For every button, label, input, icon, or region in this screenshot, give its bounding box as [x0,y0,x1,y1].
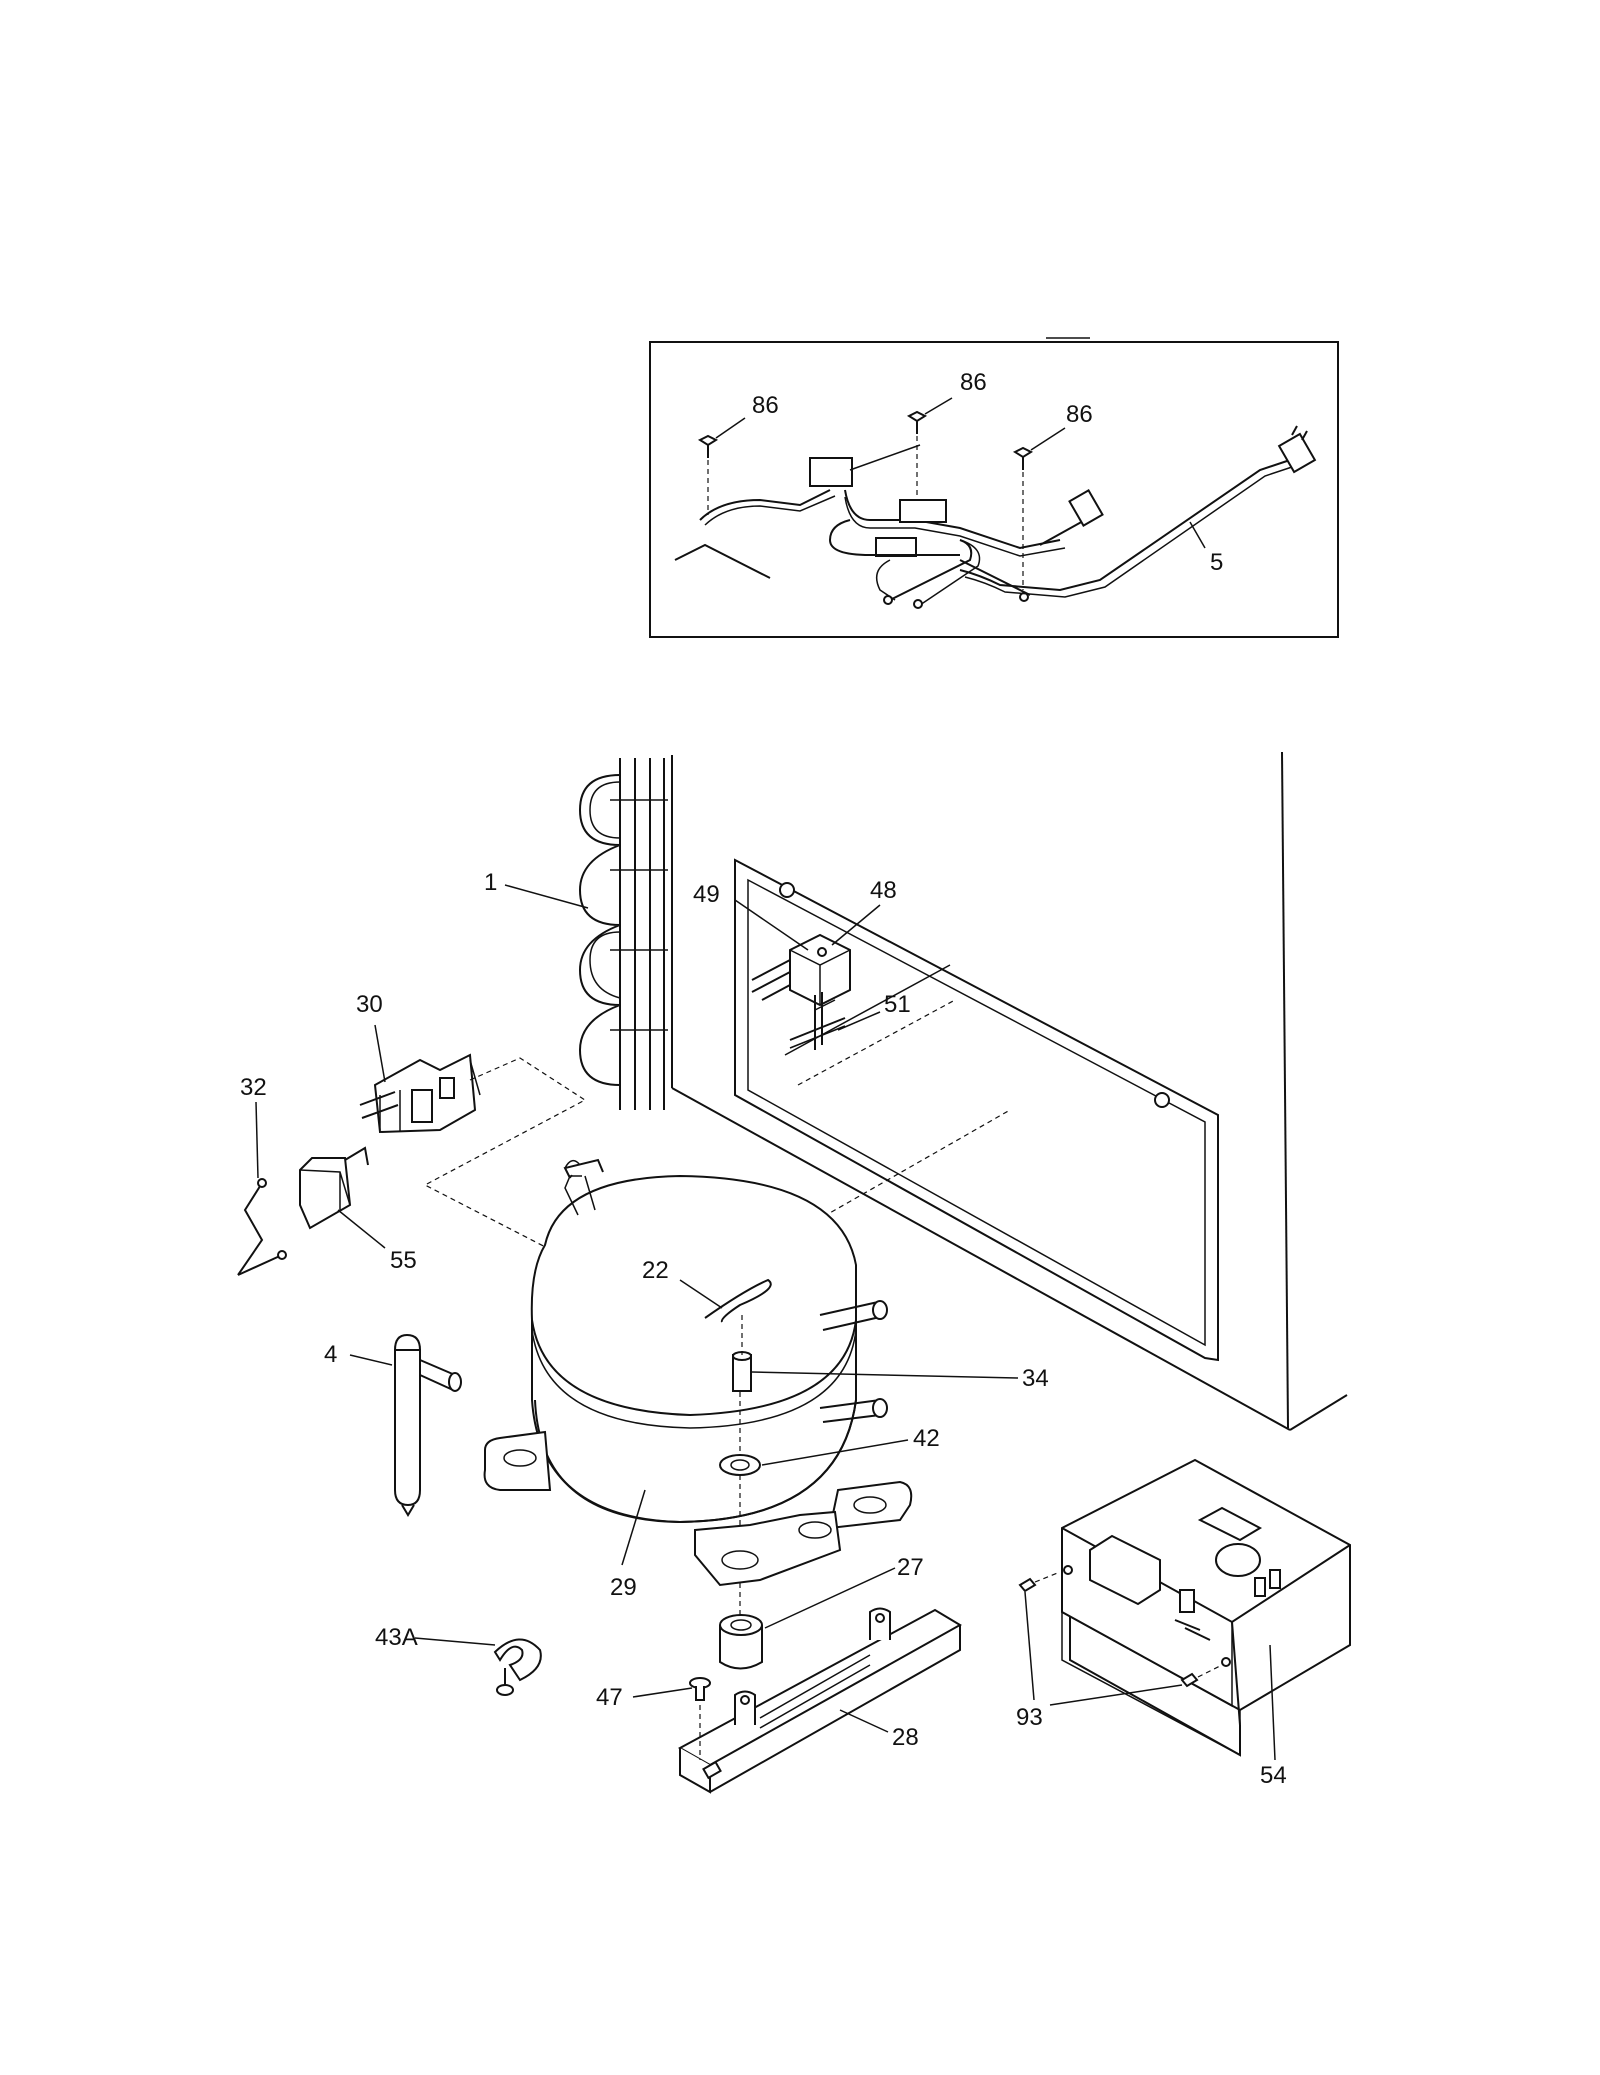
condenser-coil [578,758,668,1110]
harness-connector-middle [899,499,947,523]
callout-51: 51 [884,991,911,1018]
wiring-harness-inset [649,337,1339,638]
callout-32: 32 [240,1074,267,1101]
callout-86-middle: 86 [960,369,987,396]
compressor [483,1158,913,1620]
mounting-bracket [677,1607,962,1794]
filter-drier [394,1333,462,1517]
callout-47: 47 [596,1684,623,1711]
leader-lines [255,884,1276,1761]
screw-93-right [1180,1664,1223,1688]
callout-22: 22 [642,1257,669,1284]
callout-43A: 43A [375,1624,418,1651]
callout-5: 5 [1210,549,1223,576]
cabinet-outline [671,751,1348,1431]
start-relay [359,1053,481,1134]
wire-harness-5 [674,425,1317,609]
overload-protector [299,1146,369,1230]
screw-86-right [1012,427,1066,590]
grommet [719,1614,763,1670]
callout-54: 54 [1260,1762,1287,1789]
relay-guide-lines [423,1057,591,1271]
screw-93-left [1018,1571,1061,1593]
callout-48: 48 [870,877,897,904]
callout-30: 30 [356,991,383,1018]
screw-86-middle [906,397,953,520]
callout-34: 34 [1022,1365,1049,1392]
callout-29: 29 [610,1574,637,1601]
harness-connector-top [809,457,853,487]
screw-47 [689,1677,711,1760]
callout-55: 55 [390,1247,417,1274]
callout-42: 42 [913,1425,940,1452]
screw-86-left [697,417,746,515]
callout-1: 1 [484,869,497,896]
callout-49: 49 [693,881,720,908]
callout-labels: 86 86 86 5 1 49 48 51 30 32 55 22 4 34 4… [240,369,1287,1789]
callout-93: 93 [1016,1704,1043,1731]
callout-86-right: 86 [1066,401,1093,428]
solenoid-valve [751,933,851,1050]
callout-86-left: 86 [752,392,779,419]
control-module [1061,1458,1351,1757]
inset-frame [649,341,1339,638]
harness-connector-right [1068,489,1104,527]
clamp-43A [493,1638,542,1696]
callout-28: 28 [892,1724,919,1751]
callout-27: 27 [897,1554,924,1581]
power-plug [1277,432,1317,474]
callout-4: 4 [324,1341,337,1368]
relay-clip [237,1178,287,1276]
